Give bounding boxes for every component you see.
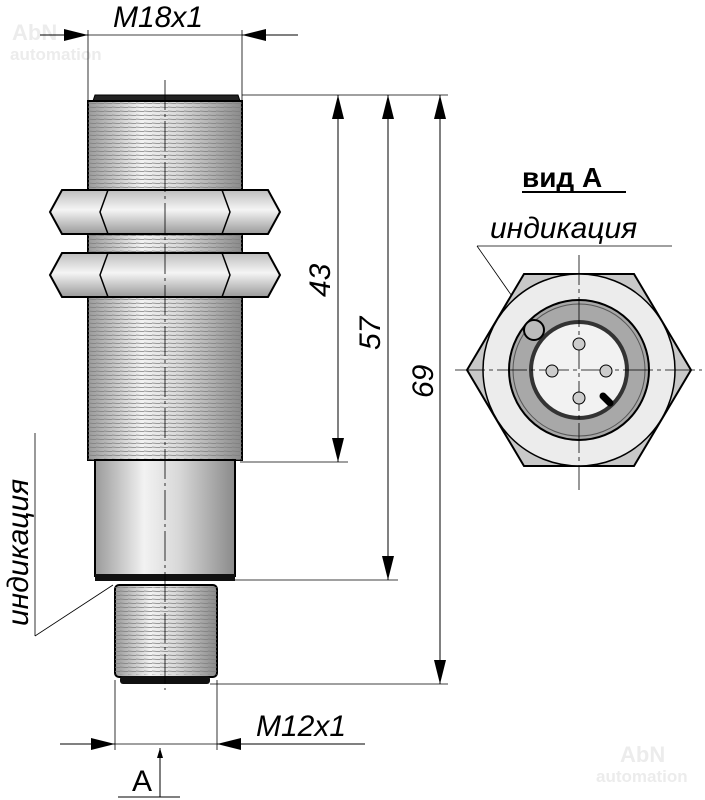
svg-text:automation: automation bbox=[596, 767, 688, 786]
dimension-69: 69 bbox=[210, 95, 448, 685]
dimension-m18: M18x1 bbox=[40, 1, 298, 100]
svg-text:AbN: AbN bbox=[620, 742, 665, 767]
svg-text:43: 43 bbox=[304, 263, 337, 297]
svg-text:57: 57 bbox=[354, 315, 387, 350]
svg-text:M18x1: M18x1 bbox=[113, 1, 203, 34]
pin-4 bbox=[572, 391, 586, 405]
dimension-43: 43 bbox=[240, 94, 448, 463]
dimension-m12: M12x1 bbox=[60, 680, 365, 750]
lock-nut-lower bbox=[48, 252, 282, 298]
pin-2 bbox=[545, 364, 559, 378]
watermark-bottom: AbN automation bbox=[596, 742, 688, 786]
indication-label-side: индикация bbox=[2, 433, 114, 637]
watermark-top: AbN automation bbox=[10, 20, 102, 64]
svg-text:AbN: AbN bbox=[12, 20, 57, 45]
sensor-body bbox=[48, 80, 282, 690]
svg-text:69: 69 bbox=[407, 364, 440, 398]
pin-1 bbox=[572, 337, 586, 351]
svg-text:индикация: индикация bbox=[490, 212, 637, 245]
view-a: вид А индикация bbox=[455, 162, 702, 490]
view-a-marker: А bbox=[118, 748, 180, 798]
svg-text:вид А: вид А bbox=[522, 162, 602, 193]
svg-text:automation: automation bbox=[10, 45, 102, 64]
svg-text:индикация: индикация bbox=[2, 479, 35, 626]
dimension-57: 57 bbox=[235, 95, 398, 581]
indicator-led bbox=[523, 319, 545, 341]
svg-text:M12x1: M12x1 bbox=[256, 710, 346, 743]
pin-3 bbox=[599, 364, 613, 378]
key-notch bbox=[599, 392, 614, 407]
svg-text:А: А bbox=[132, 765, 152, 798]
